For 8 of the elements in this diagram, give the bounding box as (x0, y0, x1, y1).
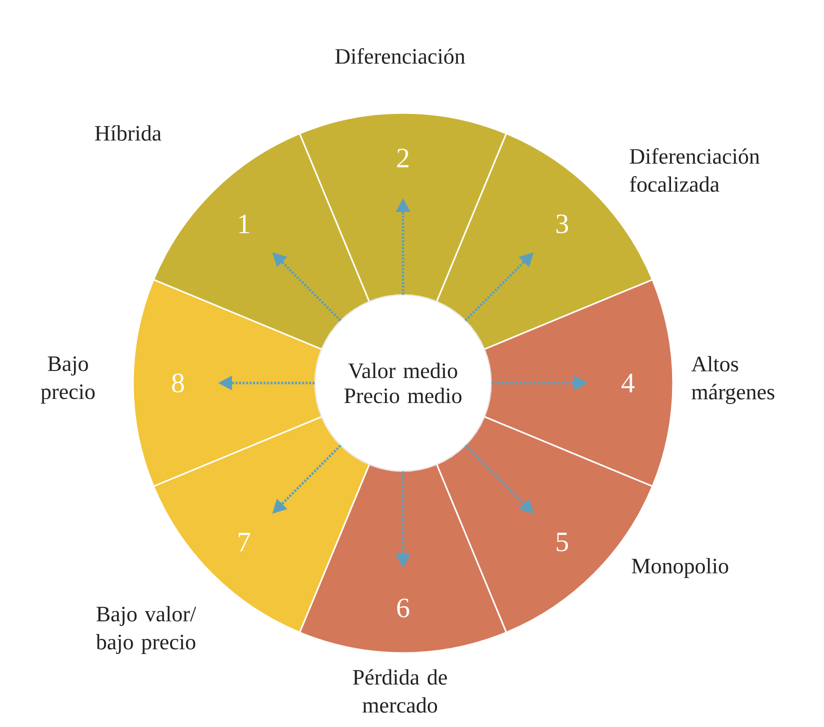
segment-label: Altos márgenes (691, 356, 774, 404)
clock-segment: 6 (298, 464, 508, 654)
clock-segment: 8 (132, 278, 322, 488)
clock-segment: 4 (484, 278, 674, 488)
segment-label: Bajo precio (40, 356, 95, 404)
segment-label: Pérdida de mercado (352, 669, 447, 713)
clock-segment: 2 (298, 112, 508, 302)
segment-label: Diferenciación (335, 48, 466, 64)
